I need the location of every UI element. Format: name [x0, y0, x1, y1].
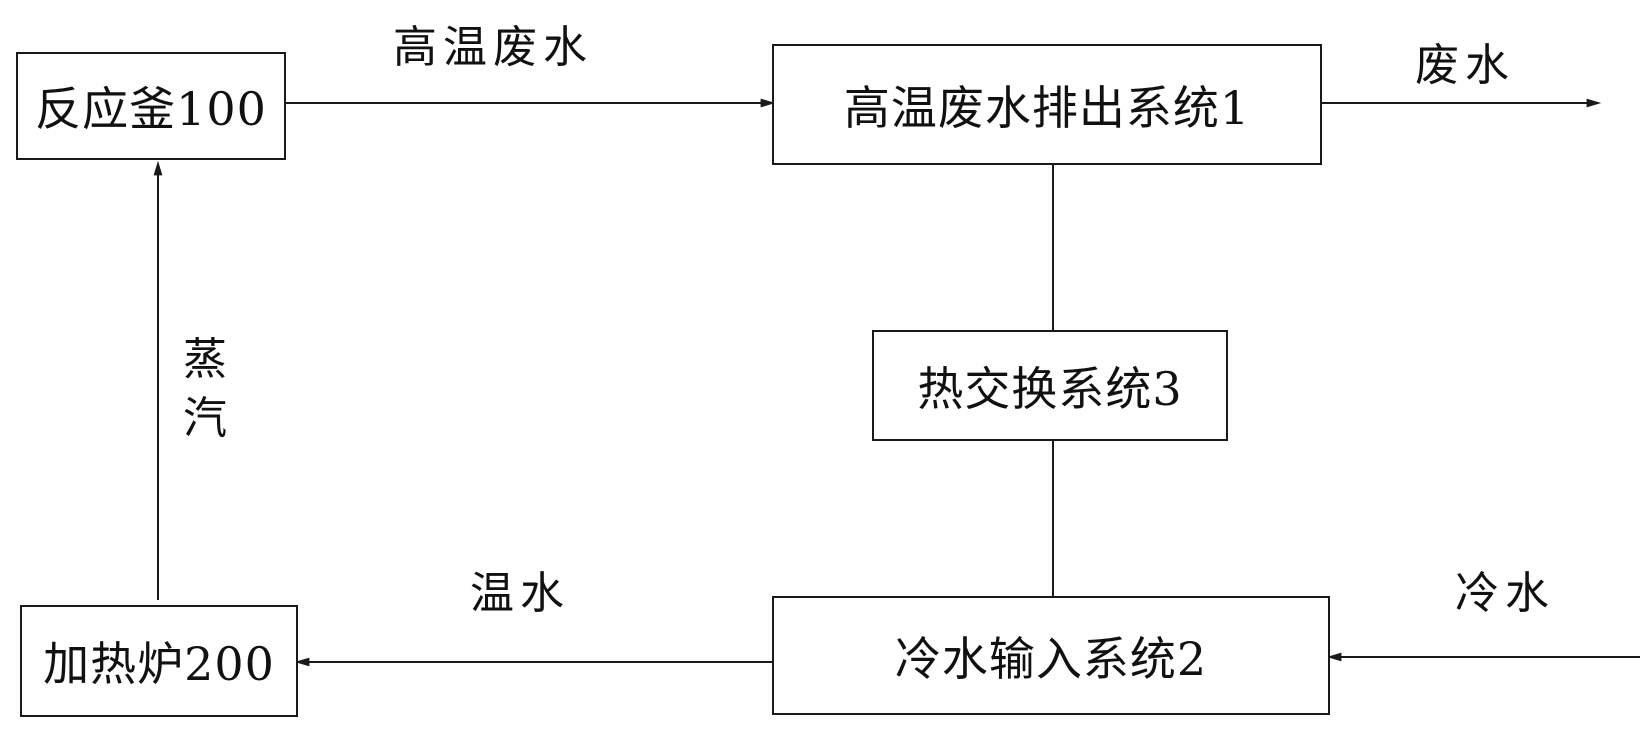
high-temp-wastewater-label: 高温废水: [393, 22, 593, 73]
high-temp-discharge-box: 高温废水排出系统1: [772, 44, 1322, 165]
cold-water-inlet-label: 冷水: [1455, 568, 1555, 619]
heat-exchange-box: 热交换系统3: [872, 330, 1228, 441]
high-temp-discharge-label: 高温废水排出系统1: [843, 80, 1251, 135]
reactor-label: 反应釜100: [35, 82, 267, 136]
wastewater-outlet-label: 废水: [1415, 40, 1515, 91]
steam-label: 蒸汽: [183, 334, 227, 445]
warm-water-label: 温水: [470, 568, 570, 619]
cold-water-input-label: 冷水输入系统2: [894, 631, 1208, 686]
reactor-box: 反应釜100: [16, 52, 286, 160]
cold-water-input-box: 冷水输入系统2: [772, 596, 1330, 715]
heating-furnace-label: 加热炉200: [43, 637, 275, 691]
heating-furnace-box: 加热炉200: [20, 605, 298, 717]
heat-exchange-label: 热交换系统3: [917, 361, 1183, 416]
